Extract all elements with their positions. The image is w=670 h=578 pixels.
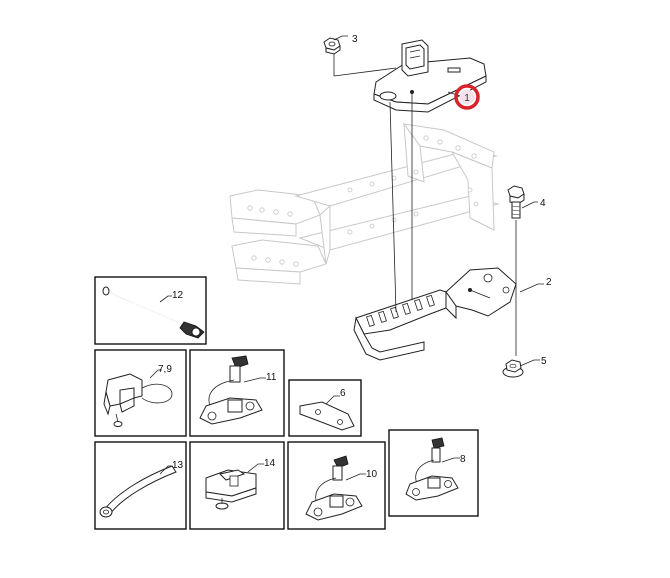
callout-12[interactable]: 12 (172, 290, 184, 301)
callout-4[interactable]: 4 (540, 198, 546, 209)
bracket-part-2 (353, 267, 517, 361)
ghost-frame (229, 122, 500, 285)
callout-7-9[interactable]: 7,9 (158, 364, 172, 375)
nut-part-3 (323, 37, 341, 55)
main-callouts: 1 3 4 2 5 (352, 34, 552, 367)
callout-1[interactable]: 1 (464, 93, 470, 104)
callout-3[interactable]: 3 (352, 34, 358, 45)
inset-box-part-13[interactable]: 13 (94, 441, 187, 530)
control-module-part-1 (373, 39, 487, 113)
inset-box-part-12[interactable]: 12 (94, 276, 207, 345)
callout-5[interactable]: 5 (541, 356, 547, 367)
callout-10[interactable]: 10 (366, 469, 378, 480)
inset-box-part-11[interactable]: 11 (189, 349, 285, 437)
callout-13[interactable]: 13 (172, 460, 184, 471)
main-leader-lines (333, 35, 544, 367)
flange-nut-part-5 (502, 359, 524, 378)
inset-box-part-14[interactable]: 14 (189, 441, 285, 530)
callout-14[interactable]: 14 (264, 458, 276, 469)
bolt-part-4 (507, 185, 525, 219)
callout-8[interactable]: 8 (460, 454, 466, 465)
callout-2[interactable]: 2 (546, 277, 552, 288)
inset-box-part-7-9[interactable]: 7,9 (94, 349, 187, 437)
callout-11[interactable]: 11 (266, 372, 277, 383)
callout-6[interactable]: 6 (340, 388, 346, 399)
part-1-highlight-ring[interactable] (454, 84, 480, 110)
inset-box-part-6[interactable]: 6 (288, 379, 362, 437)
inset-box-part-10[interactable]: 10 (287, 441, 386, 530)
inset-box-part-8[interactable]: 8 (388, 429, 479, 517)
